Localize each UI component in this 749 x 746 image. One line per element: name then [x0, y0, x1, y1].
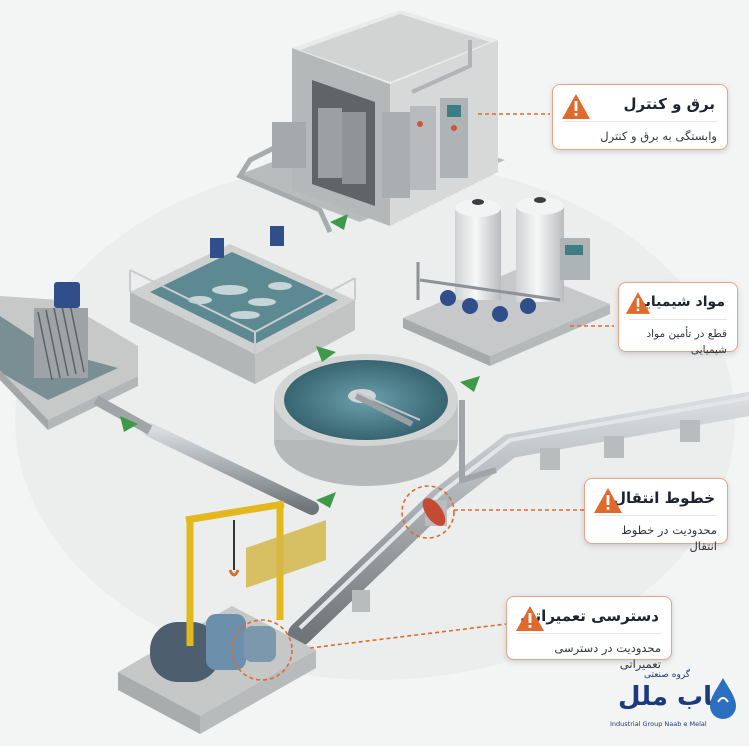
- warning-icon: [625, 292, 651, 314]
- divider: [517, 633, 661, 634]
- callout-title: خطوط انتقال: [613, 489, 715, 507]
- divider: [563, 121, 717, 122]
- callout-title: مواد شیمیایی: [631, 294, 725, 310]
- flow-arrows: [120, 214, 480, 508]
- divider: [629, 319, 727, 320]
- pump-station: [118, 500, 326, 734]
- callout-description: وابستگی به برق و کنترل: [600, 129, 717, 143]
- logo-brand-text: ناب ملل: [618, 682, 723, 712]
- callout-connectors: [231, 113, 614, 681]
- main-pipeline: [93, 392, 749, 646]
- callout-chemicals: مواد شیمیایی قطع در تأمین مواد شیمیایی: [618, 282, 738, 356]
- divider: [595, 515, 717, 516]
- logo-english-text: Industrial Group Naab e Melal: [610, 720, 707, 728]
- callout-transmission-lines: خطوط انتقال محدودیت در خطوط انتقال: [584, 478, 728, 553]
- callout-title: برق و کنترل: [623, 95, 715, 113]
- company-logo: گروه صنعتی ناب ملل Industrial Group Naab…: [610, 668, 740, 738]
- warning-icon: [562, 94, 590, 119]
- callout-description: قطع در تأمین مواد شیمیایی: [646, 328, 727, 356]
- callout-maintenance-access: دسترسی تعمیراتی محدودیت در دسترسی تعمیرا…: [506, 596, 672, 671]
- callout-power-control: برق و کنترل وابستگی به برق و کنترل: [552, 84, 728, 150]
- inlet-screen: [0, 282, 138, 430]
- callout-description: محدودیت در خطوط انتقال: [621, 523, 717, 553]
- warning-icon: [594, 488, 622, 513]
- callout-description: محدودیت در دسترسی تعمیراتی: [554, 641, 661, 671]
- control-building: [236, 10, 505, 234]
- aeration-basin: [129, 226, 356, 384]
- water-drop-icon: [710, 678, 736, 719]
- callout-title: دسترسی تعمیراتی: [520, 607, 659, 625]
- logo-group-text: گروه صنعتی: [644, 670, 691, 680]
- clarifier: [274, 354, 458, 486]
- warning-icon: [516, 606, 544, 631]
- chemical-skid: [403, 197, 610, 366]
